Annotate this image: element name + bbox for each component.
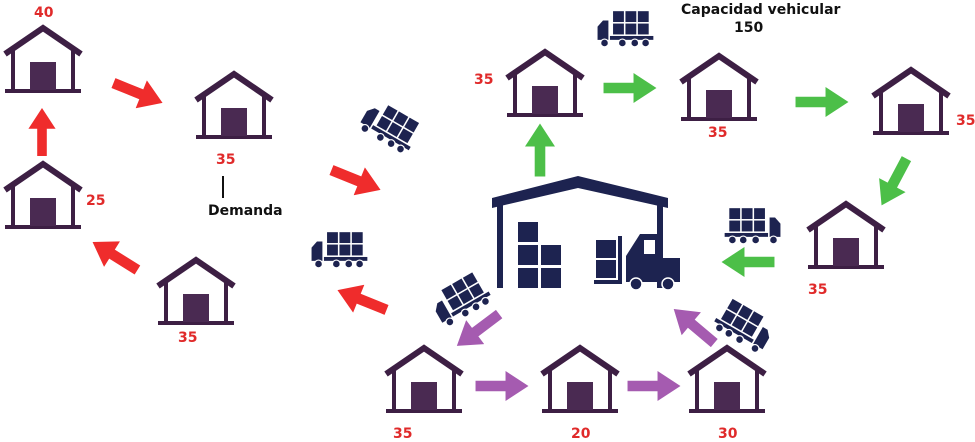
warehouse-icon [689,348,765,411]
warehouse-icon [681,56,757,119]
warehouse-icon [5,28,81,91]
demand-value: 35 [393,426,413,442]
route-arrow-green [603,73,657,103]
demand-value: 35 [808,282,828,298]
warehouse-icon [196,74,272,137]
warehouse-icon [507,52,583,115]
route-arrow-purple [475,371,529,401]
demand-value: 35 [178,330,198,346]
truck-icon [310,231,369,269]
forklift-icon [594,234,680,291]
capacity-value: 150 [734,20,764,36]
warehouse-icon [873,70,949,133]
warehouse-icon [5,164,81,227]
demand-value: 35 [708,125,728,141]
demand-value: 30 [718,426,738,442]
demand-value: 20 [571,426,591,442]
distribution-center-icon [492,176,668,288]
truck-icon [596,10,655,48]
capacity-title: Capacidad vehicular [681,2,841,18]
route-arrow-red [331,276,393,324]
truck-icon [710,295,778,356]
route-arrow-red [325,156,387,204]
route-arrow-green [868,151,920,213]
truck-icon [723,207,782,245]
route-arrow-red [84,229,146,283]
route-arrow-green [525,123,555,177]
route-arrow-green [721,247,775,277]
route-arrow-purple [664,297,724,355]
route-arrow-red [107,69,169,117]
demand-value: 40 [34,5,54,21]
route-arrow-purple [627,371,681,401]
demand-value: 25 [86,193,106,209]
warehouse-icon [542,348,618,411]
route-arrow-green [795,87,849,117]
route-arrow-red [28,108,56,156]
demand-value: 35 [956,113,975,129]
demand-value: 35 [474,72,494,88]
truck-icon [356,96,424,157]
warehouse-icon [158,260,234,323]
demand-label: Demanda [208,203,283,219]
warehouse-icon [386,348,462,411]
demand-value: 35 [216,152,236,168]
warehouse-icon [808,204,884,267]
